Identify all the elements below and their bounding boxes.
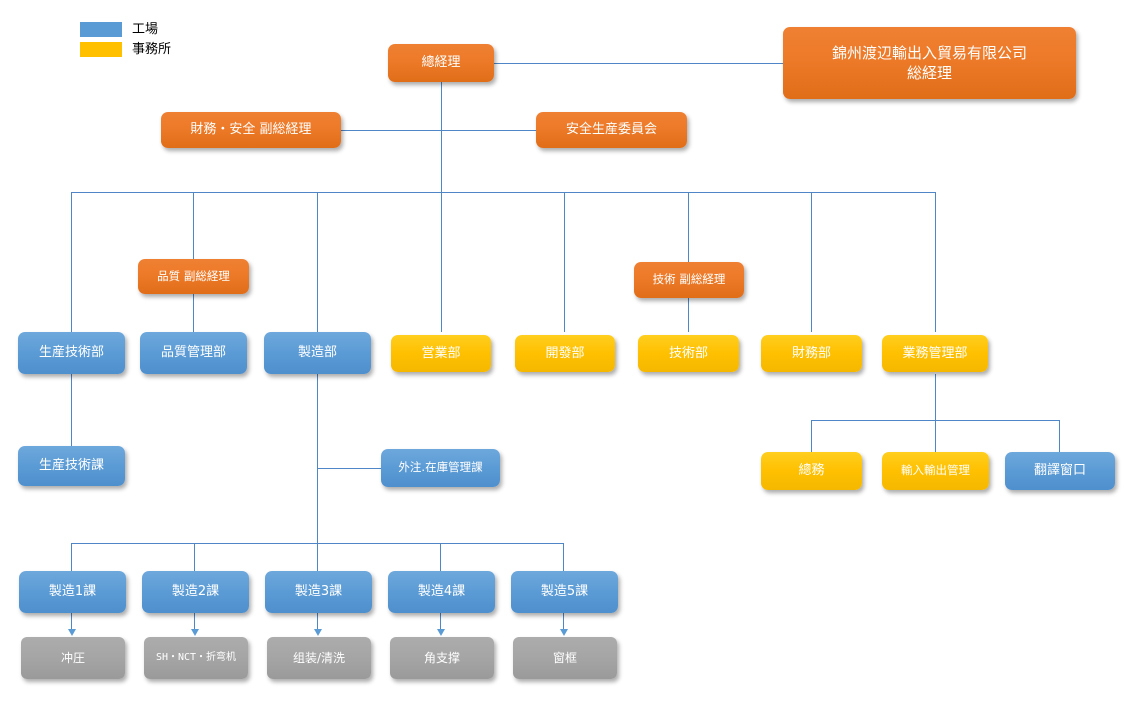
node-process-assembly-cleaning[interactable]: 组装/清洗	[267, 637, 371, 679]
legend-label-office: 事務所	[132, 41, 172, 57]
node-general-affairs[interactable]: 總務	[761, 452, 862, 490]
node-import-export-mgmt[interactable]: 輸入輸出管理	[882, 452, 989, 490]
node-technology-dept[interactable]: 技術部	[638, 335, 739, 372]
legend: 工場 事務所	[80, 20, 171, 60]
node-outsourcing-inventory-section[interactable]: 外注.在庫管理課	[381, 449, 500, 487]
connector-mfg4-to-process	[440, 613, 441, 631]
arrow-mfg2-to-process	[191, 629, 199, 636]
node-process-stamping[interactable]: 冲圧	[21, 637, 125, 679]
node-quality-dept[interactable]: 品質管理部	[140, 332, 247, 374]
node-manufacturing-section-4[interactable]: 製造4課	[388, 571, 495, 613]
connector-production-tech-to-section	[71, 374, 72, 446]
node-process-window-frame[interactable]: 窗框	[513, 637, 617, 679]
node-quality-deputy[interactable]: 品質 副総経理	[138, 259, 249, 294]
node-translation-window[interactable]: 翻譯窗口	[1005, 452, 1115, 490]
node-sales-dept[interactable]: 営業部	[391, 335, 491, 372]
connector-mfg5-to-process	[563, 613, 564, 631]
node-business-mgmt-dept[interactable]: 業務管理部	[882, 335, 988, 372]
parent-company-line-2: 総経理	[906, 64, 952, 82]
node-manufacturing-section-1[interactable]: 製造1課	[19, 571, 126, 613]
arrow-mfg4-to-process	[437, 629, 445, 636]
node-process-sh-nct-bender[interactable]: SH・NCT・折弯机	[144, 637, 248, 679]
connector-drop-manufacturing	[317, 192, 318, 332]
connector-drop-mfg-4	[440, 543, 441, 571]
connector-drop-mfg-2	[194, 543, 195, 571]
connector-manufacturing-trunk	[317, 374, 318, 544]
node-general-manager[interactable]: 總経理	[388, 44, 494, 82]
connector-drop-general-affairs	[811, 420, 812, 452]
connector-business-bus	[811, 420, 1060, 421]
node-manufacturing-section-2[interactable]: 製造2課	[142, 571, 249, 613]
connector-gm-trunk	[441, 82, 442, 193]
connector-drop-development	[564, 192, 565, 332]
node-process-corner-support[interactable]: 角支撑	[390, 637, 494, 679]
arrow-mfg1-to-process	[68, 629, 76, 636]
connector-drop-translation	[1059, 420, 1060, 452]
arrow-mfg3-to-process	[314, 629, 322, 636]
parent-company-line-1: 錦州渡辺輸出入貿易有限公司	[831, 43, 1027, 62]
connector-drop-mfg-1	[71, 543, 72, 571]
connector-drop-sales	[441, 192, 442, 332]
connector-business-trunk	[935, 374, 936, 452]
node-tech-deputy[interactable]: 技術 副総経理	[634, 262, 744, 298]
connector-department-bus	[71, 192, 936, 193]
connector-drop-production-tech	[71, 192, 72, 332]
node-development-dept[interactable]: 開發部	[515, 335, 615, 372]
node-parent-company[interactable]: 錦州渡辺輸出入貿易有限公司 総経理	[783, 27, 1076, 99]
legend-swatch-office	[80, 41, 122, 57]
node-production-tech-section[interactable]: 生産技術課	[18, 446, 125, 486]
connector-drop-mfg-3	[317, 543, 318, 571]
connector-drop-business	[935, 192, 936, 332]
arrow-mfg5-to-process	[560, 629, 568, 636]
node-manufacturing-section-3[interactable]: 製造3課	[265, 571, 372, 613]
legend-swatch-factory	[80, 21, 122, 37]
connector-gm-to-parent	[493, 63, 783, 64]
connector-mfg2-to-process	[194, 613, 195, 631]
node-manufacturing-dept[interactable]: 製造部	[264, 332, 371, 374]
connector-mfg1-to-process	[71, 613, 72, 631]
node-finance-dept[interactable]: 財務部	[761, 335, 862, 372]
node-finance-safety-deputy[interactable]: 財務・安全 副総経理	[161, 112, 341, 148]
connector-drop-finance	[811, 192, 812, 332]
node-manufacturing-section-5[interactable]: 製造5課	[511, 571, 618, 613]
legend-item-factory: 工場	[80, 20, 171, 38]
connector-drop-mfg-5	[563, 543, 564, 571]
connector-mfg3-to-process	[317, 613, 318, 631]
connector-finance-to-safety	[341, 130, 537, 131]
legend-label-factory: 工場	[132, 21, 159, 37]
legend-item-office: 事務所	[80, 40, 171, 58]
node-production-tech-dept[interactable]: 生産技術部	[18, 332, 125, 374]
connector-manufacturing-to-outsourcing	[317, 468, 381, 469]
node-safety-committee[interactable]: 安全生産委員会	[536, 112, 687, 148]
